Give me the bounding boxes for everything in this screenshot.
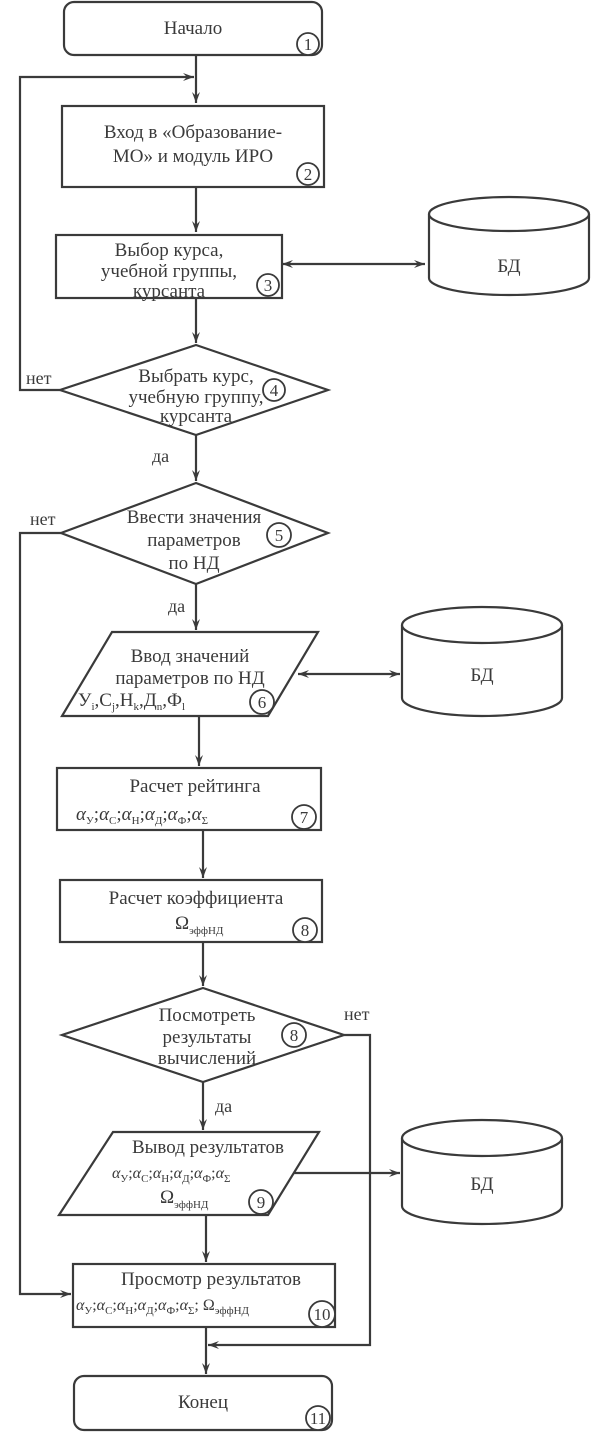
step-number-badge — [305, 1405, 331, 1431]
node-label-line-2: МО» и модуль ИРО — [113, 146, 273, 167]
step-number: 8 — [290, 1026, 299, 1045]
decision-view-results: Посмотреть результаты вычислений 8 нет д… — [58, 986, 370, 1116]
db-cylinder-top — [427, 195, 591, 233]
db-label: БД — [470, 665, 493, 686]
node-label-line-3: вычислений — [158, 1048, 256, 1069]
node-label: Просмотр результатов — [121, 1269, 301, 1290]
node-label-line-2: параметров — [147, 530, 241, 551]
decision-shape — [58, 986, 348, 1084]
step-number-badge — [249, 689, 275, 715]
step-number: 7 — [300, 808, 309, 827]
database-3: БД — [400, 1118, 564, 1226]
node-formula: ΩэффНД — [175, 913, 224, 937]
node-view-results: Просмотр результатов αУ;αС;αН;αД;αФ;αΣ;Ω… — [71, 1262, 337, 1329]
edge-label-yes: да — [215, 1096, 232, 1116]
step-number-badge — [296, 162, 320, 186]
process-shape — [58, 878, 324, 944]
db-cylinder-top — [400, 1118, 564, 1158]
node-label-line-3: по НД — [168, 553, 219, 574]
step-number-badge — [256, 273, 280, 297]
io-output-results: Вывод результатов αУ;αС;αН;αД;αФ;αΣ Ωэфф… — [56, 1130, 321, 1217]
edge-label-yes: да — [168, 596, 185, 616]
step-number: 6 — [258, 693, 267, 712]
node-label: Начало — [164, 18, 223, 39]
node-label: Расчет коэффициента — [109, 888, 284, 909]
db-cylinder-body — [400, 625, 564, 718]
node-label-line-2: параметров по НД — [115, 668, 264, 689]
node-label: Конец — [178, 1392, 228, 1413]
node-formula: Уi,Сj,Нk,Дn,Фl — [78, 690, 185, 713]
terminator-shape — [72, 1374, 334, 1432]
node-rating-calc: Расчет рейтинга αУ;αС;αН;αД;αФ;αΣ 7 — [55, 766, 323, 832]
node-label-line-1: Вход в «Образование- — [104, 122, 282, 143]
io-enter-values: Ввод значений параметров по НД Уi,Сj,Нk,… — [60, 630, 320, 718]
db-label: БД — [497, 256, 520, 277]
arrow-5-no — [18, 531, 71, 1298]
arrow-8b-no — [208, 1033, 372, 1349]
node-label: Вывод результатов — [132, 1137, 284, 1158]
edge-label-no: нет — [344, 1004, 370, 1024]
edge-label-no: нет — [26, 368, 52, 388]
node-formula: αУ;αС;αН;αД;αФ;αΣ — [76, 804, 208, 827]
edge-label-no: нет — [30, 509, 56, 529]
node-label-line-2: учебную группу, — [129, 387, 264, 408]
step-number-badge — [281, 1022, 307, 1048]
database-1: БД — [427, 195, 591, 297]
db-cylinder-body — [427, 214, 591, 297]
database-2: БД — [400, 605, 564, 718]
step-number-badge — [248, 1189, 274, 1215]
step-number: 2 — [304, 165, 313, 184]
decision-select: Выбрать курс, учебную группу, курсанта 4… — [26, 343, 332, 466]
node-formula-line-1: αУ;αС;αН;αД;αФ;αΣ — [112, 1165, 230, 1185]
decision-shape — [56, 343, 332, 437]
node-label: Расчет рейтинга — [129, 776, 261, 797]
step-number-badge — [308, 1300, 336, 1328]
node-login: Вход в «Образование- МО» и модуль ИРО 2 — [60, 104, 326, 189]
node-coef-calc: Расчет коэффициента ΩэффНД 8 — [58, 878, 324, 944]
node-label-line-1: Посмотреть — [159, 1005, 256, 1026]
node-label-line-3: курсанта — [133, 281, 206, 302]
db-cylinder-top — [400, 605, 564, 645]
step-number-badge — [291, 804, 317, 830]
db-label: БД — [470, 1174, 493, 1195]
step-number-badge — [262, 378, 286, 402]
connectors — [18, 55, 425, 1374]
arrow-4-no-loop — [18, 73, 194, 392]
decision-shape — [57, 481, 332, 586]
node-formula: αУ;αС;αН;αД;αФ;αΣ;ΩэффНД — [76, 1297, 250, 1317]
decision-enter-values: Ввести значения параметров по НД 5 нет д… — [30, 481, 332, 616]
node-start: Начало 1 — [62, 0, 324, 57]
step-number-badge — [266, 522, 292, 548]
step-number: 1 — [304, 35, 313, 54]
step-number: 3 — [264, 276, 273, 295]
step-number-badge — [292, 917, 318, 943]
node-label-line-1: Ввести значения — [127, 507, 262, 528]
node-label-line-1: Выбор курса, — [115, 240, 224, 261]
step-number: 9 — [257, 1193, 266, 1212]
step-number: 5 — [275, 526, 284, 545]
node-label-line-1: Ввод значений — [131, 646, 250, 667]
step-number-badge — [296, 32, 320, 56]
node-label-line-2: учебной группы, — [101, 261, 237, 282]
node-select-course: Выбор курса, учебной группы, курсанта 3 — [54, 233, 284, 302]
node-end: Конец 11 — [72, 1374, 334, 1432]
node-formula-line-2: ΩэффНД — [160, 1187, 209, 1211]
process-shape — [60, 104, 326, 189]
node-label-line-1: Выбрать курс, — [138, 366, 253, 387]
edge-label-yes: да — [152, 446, 169, 466]
db-cylinder-body — [400, 1138, 564, 1226]
process-shape — [71, 1262, 337, 1329]
step-number: 10 — [314, 1305, 331, 1324]
step-number: 8 — [301, 921, 310, 940]
process-shape — [55, 766, 323, 832]
step-number: 11 — [310, 1409, 326, 1428]
step-number: 4 — [270, 381, 279, 400]
process-shape — [54, 233, 284, 300]
terminator-shape — [62, 0, 324, 57]
node-label-line-2: результаты — [163, 1027, 252, 1048]
node-label-line-3: курсанта — [160, 406, 233, 427]
